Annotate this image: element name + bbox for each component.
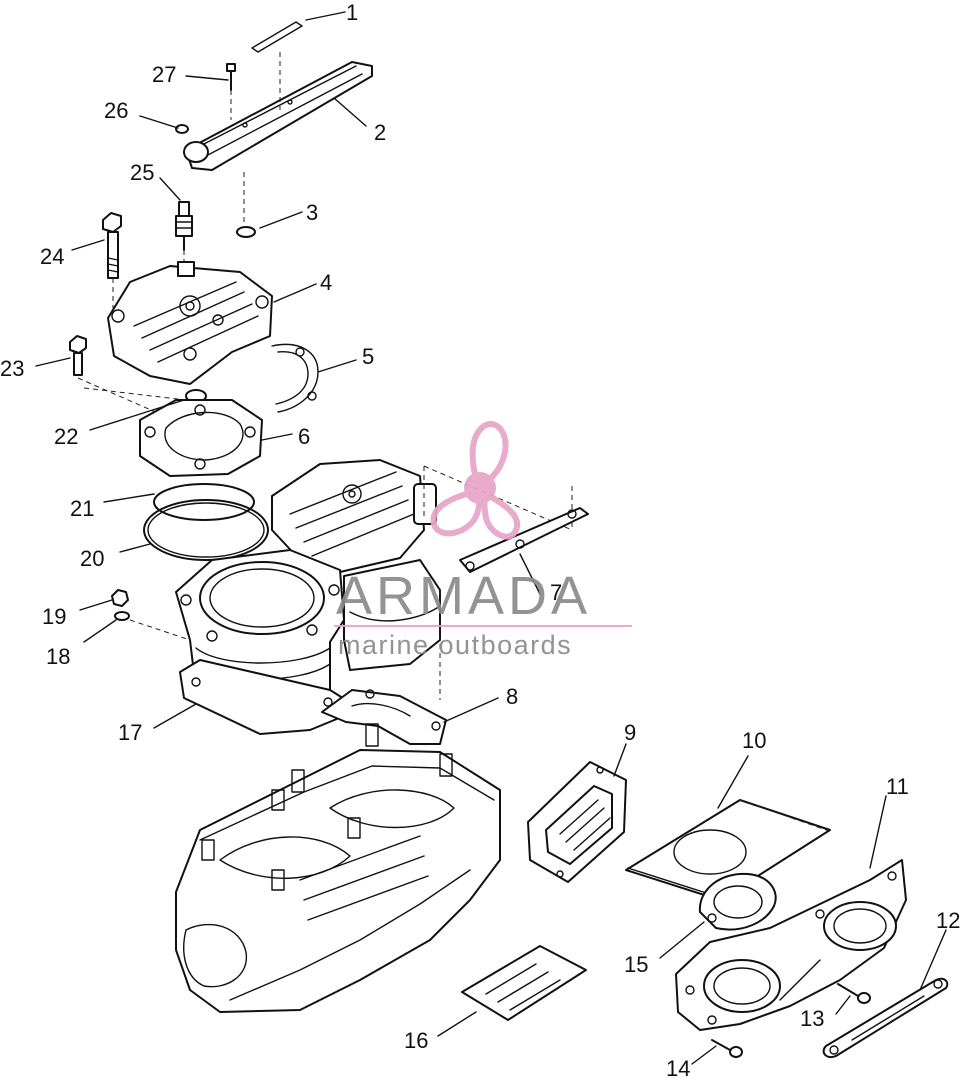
part-6-housing — [139, 399, 263, 477]
callout-7: 7 — [550, 580, 562, 605]
part-5-gasket — [271, 343, 319, 413]
callout-4: 4 — [320, 270, 332, 295]
part-12-link-bar — [822, 977, 949, 1058]
callout-27: 27 — [152, 62, 176, 87]
part-17-cylinder — [175, 549, 347, 735]
callout-13: 13 — [800, 1006, 824, 1031]
part-4-head-cover — [107, 261, 273, 385]
callout-5: 5 — [362, 344, 374, 369]
callout-24: 24 — [40, 244, 64, 269]
part-1-cover-plate — [251, 21, 303, 53]
part-9-reed-valve — [527, 761, 627, 883]
watermark-brand: ARMADA — [336, 566, 591, 626]
part-21-oring — [153, 483, 255, 521]
part-10-gasket-sheet — [625, 799, 833, 901]
callout-21: 21 — [70, 496, 94, 521]
watermark-tagline: marine outboards — [338, 630, 572, 660]
callout-6: 6 — [298, 424, 310, 449]
part-25-spark-plug — [175, 201, 193, 262]
callout-20: 20 — [80, 546, 104, 571]
callout-22: 22 — [54, 424, 78, 449]
callout-9: 9 — [624, 720, 636, 745]
callout-18: 18 — [46, 644, 70, 669]
part-16-reed-plate — [461, 945, 587, 1021]
watermark: ARMADA marine outboards — [334, 421, 632, 660]
callout-17: 17 — [118, 720, 142, 745]
rear-cylinder-head — [271, 459, 437, 573]
part-2-rail — [183, 52, 373, 171]
callout-2: 2 — [374, 120, 386, 145]
part-26-nut — [175, 124, 189, 134]
callout-26: 26 — [104, 98, 128, 123]
part-23-bolt — [69, 335, 161, 415]
part-11-intake-manifold — [675, 859, 907, 1031]
part-19-nut — [111, 589, 129, 607]
part-3-washer — [236, 172, 256, 238]
part-20-oring — [143, 499, 269, 561]
part-15-flange-gasket — [698, 872, 777, 931]
part-14-screw — [711, 1039, 743, 1058]
leader-lines — [35, 11, 947, 1065]
callout-1: 1 — [346, 0, 358, 25]
callout-8: 8 — [506, 684, 518, 709]
callout-12: 12 — [936, 908, 960, 933]
callout-25: 25 — [130, 160, 154, 185]
rear-cylinder — [343, 559, 441, 671]
callout-16: 16 — [404, 1028, 428, 1053]
propeller-logo-icon — [430, 421, 521, 540]
part-13-screw — [837, 983, 871, 1004]
part-27-screw — [226, 63, 236, 120]
part-18-washer — [114, 611, 191, 641]
part-8-gasket — [321, 590, 447, 745]
callout-19: 19 — [42, 604, 66, 629]
callout-14: 14 — [666, 1056, 690, 1078]
part-7-gasket — [423, 465, 589, 573]
crankcase — [175, 723, 501, 1013]
part-24-bolt — [102, 212, 122, 308]
callout-15: 15 — [624, 952, 648, 977]
callout-23: 23 — [0, 356, 24, 381]
callout-11: 11 — [886, 774, 909, 799]
callout-10: 10 — [742, 728, 766, 753]
callout-3: 3 — [306, 200, 318, 225]
